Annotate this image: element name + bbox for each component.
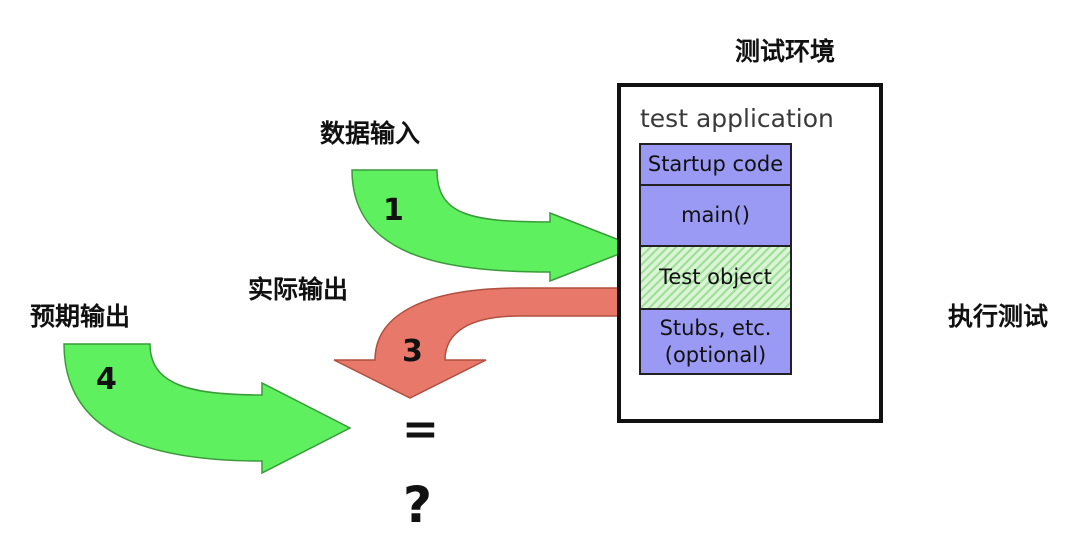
arrow-3-output (333, 287, 640, 399)
test-application-title: test application (640, 104, 834, 133)
arrow-1-input (351, 169, 640, 283)
arrow-4-expected (63, 343, 352, 475)
arrow-1-number: 1 (383, 193, 404, 228)
block-main: main() (639, 184, 792, 247)
label-expected-output: 预期输出 (30, 302, 131, 331)
equals-sign: = (402, 404, 439, 455)
label-actual-output: 实际输出 (248, 275, 349, 304)
block-test-object: Test object (639, 245, 792, 310)
block-startup-code: Startup code (639, 143, 792, 186)
question-mark: ? (403, 476, 433, 534)
block-stubs: Stubs, etc. (optional) (639, 308, 792, 375)
label-test-environment: 测试环境 (735, 37, 836, 66)
label-execute-test: 执行测试 (948, 302, 1049, 331)
arrow-4-number: 4 (96, 362, 117, 397)
arrow-3-number: 3 (402, 334, 423, 369)
label-data-input: 数据输入 (320, 119, 421, 148)
